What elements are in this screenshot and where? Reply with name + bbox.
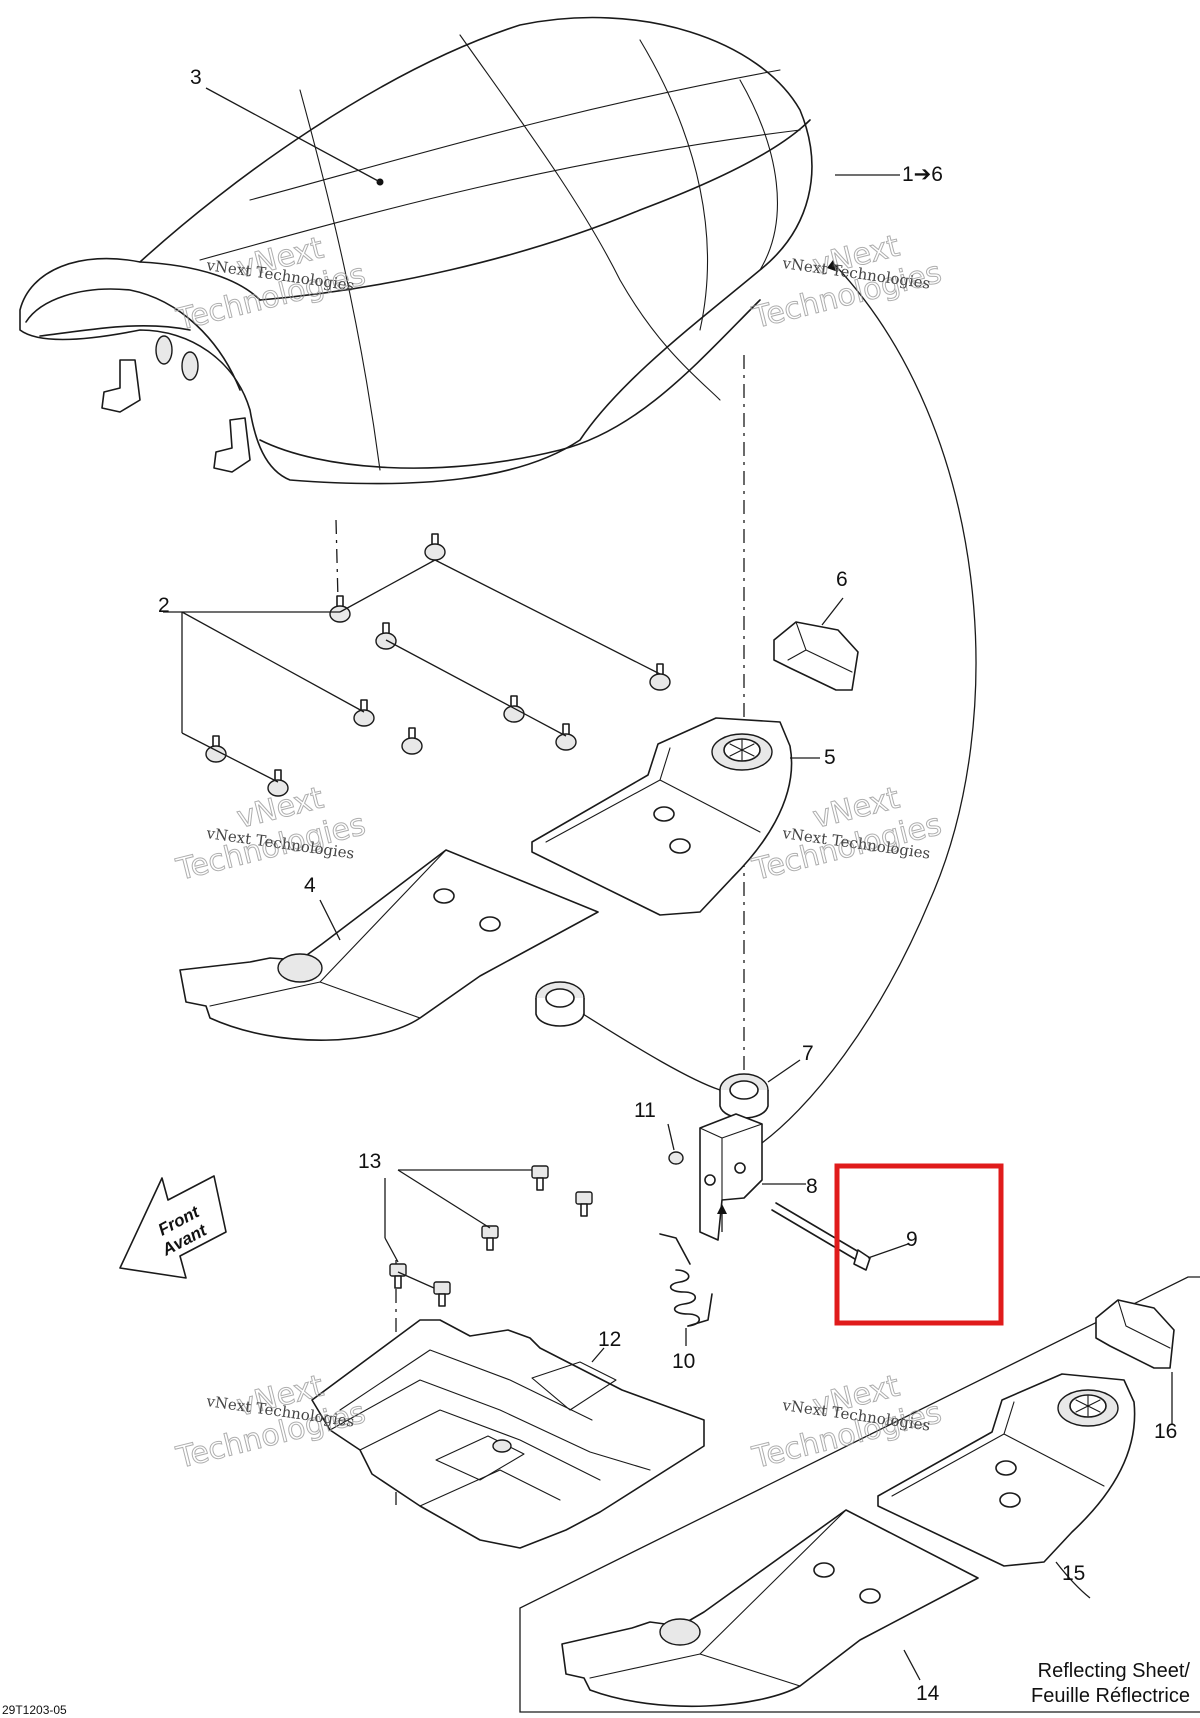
callout-9: 9 <box>906 1228 918 1251</box>
callout-12: 12 <box>598 1328 621 1351</box>
part-9-bolt <box>771 1202 871 1271</box>
seat-assembly <box>19 16 813 485</box>
inset-caption-line1: Reflecting Sheet/ <box>1038 1660 1191 1682</box>
callout-10: 10 <box>672 1350 695 1373</box>
callout-3: 3 <box>190 66 202 89</box>
part-4-reflector <box>179 849 599 1041</box>
part-11-washer <box>668 1151 684 1165</box>
callout-15: 15 <box>1062 1562 1085 1585</box>
part-6-clip <box>773 621 859 691</box>
callout-6: 6 <box>836 568 848 591</box>
callout-11: 11 <box>634 1099 656 1122</box>
callout-4: 4 <box>304 874 316 897</box>
front-direction-arrow: Front Avant <box>119 1175 227 1279</box>
part-12-skid-plate <box>311 1319 705 1549</box>
highlight-box-callout-9 <box>834 1163 1004 1326</box>
part-5-reflector <box>531 717 793 916</box>
watermark-6: vNext Technologies vNext Technologies <box>748 1368 945 1476</box>
part-10-spring <box>659 1233 713 1327</box>
reflecting-sheet-inset: Reflecting Sheet/ Feuille Réflectrice <box>519 1276 1200 1713</box>
inset-caption-line2: Feuille Réflectrice <box>1031 1685 1190 1707</box>
callout-7: 7 <box>802 1042 814 1065</box>
drawing-reference-code: 29T1203-05 <box>2 1703 67 1717</box>
callout-14: 14 <box>916 1682 940 1705</box>
part-8-bracket <box>699 1113 763 1241</box>
part-13-screws <box>389 1165 593 1307</box>
callout-13: 13 <box>358 1150 381 1173</box>
callout-2: 2 <box>158 594 170 617</box>
watermark-3: vNext Technologies vNext Technologies <box>172 780 369 888</box>
callout-8: 8 <box>806 1175 818 1198</box>
callout-16: 16 <box>1154 1420 1177 1443</box>
callout-1-to-6: 1➔6 <box>902 163 943 186</box>
callout-5: 5 <box>824 746 836 769</box>
part-7-nuts <box>535 981 769 1119</box>
callout-labels: 3 1➔6 2 6 5 4 7 11 13 8 9 12 10 16 15 14 <box>158 66 1177 1705</box>
push-rivets <box>205 533 671 797</box>
